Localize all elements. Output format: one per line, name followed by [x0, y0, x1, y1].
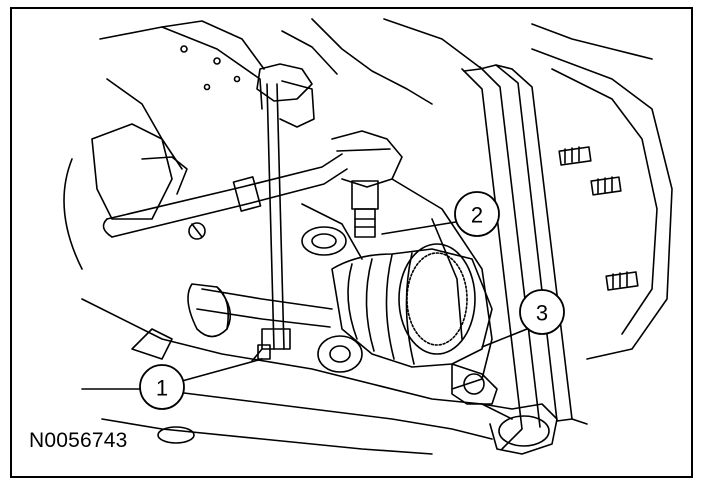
body-panel — [99, 18, 653, 170]
callout-2: 2 — [454, 191, 500, 237]
steering-knuckle — [301, 178, 493, 390]
suspension-line-drawing: 1 2 3 — [63, 18, 673, 455]
hole-oval — [157, 426, 195, 444]
lower-ball-joint — [451, 363, 558, 455]
tie-rod-end — [331, 130, 403, 238]
figure-id: N0056743 — [27, 429, 130, 453]
callout-1: 1 — [139, 364, 185, 410]
illustration-frame: 1 2 3 N0056743 — [10, 7, 693, 478]
stabilizer-bar — [102, 153, 348, 238]
callout-1-label: 1 — [156, 376, 168, 401]
cv-axle — [187, 243, 493, 373]
callout-3: 3 — [519, 289, 565, 335]
stabilizer-link — [251, 63, 315, 362]
wheel-hub — [531, 48, 673, 360]
callout-3-label: 3 — [536, 301, 548, 326]
callout-2-label: 2 — [471, 203, 483, 228]
left-mount — [63, 123, 206, 270]
leader-lines — [181, 220, 533, 382]
